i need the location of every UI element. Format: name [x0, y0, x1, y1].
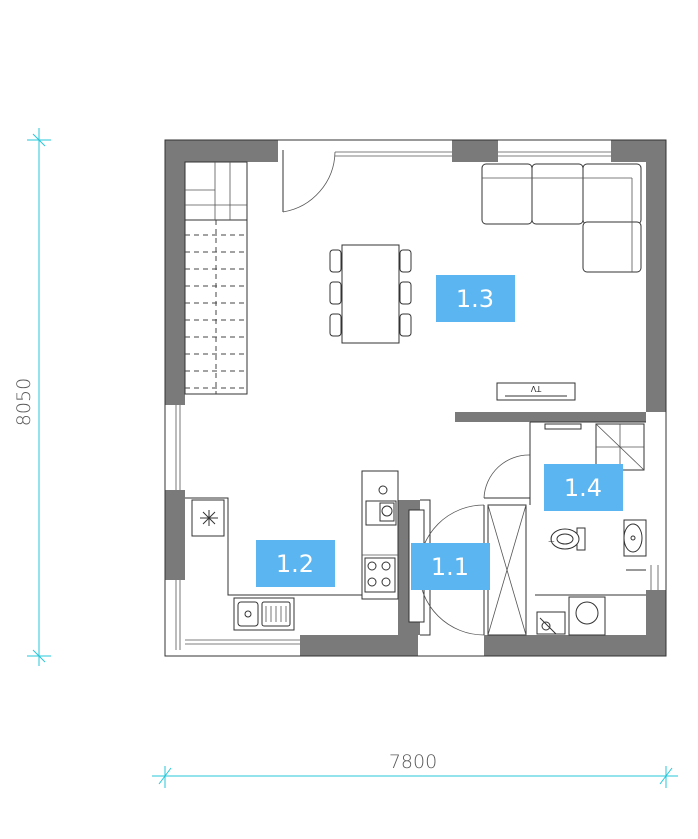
tv-unit: TV — [496, 382, 576, 401]
boiler-icon — [536, 611, 566, 635]
room-number: 1.2 — [276, 550, 314, 578]
walls — [165, 140, 666, 656]
width-label: 7800 — [389, 751, 437, 773]
toilet-icon: ⊥ — [548, 527, 586, 551]
entrance-door — [282, 150, 336, 213]
room-label-1-1: 1.1 — [411, 543, 490, 590]
dining-table — [329, 244, 412, 344]
svg-text:⊥: ⊥ — [548, 535, 555, 544]
fridge-icon — [200, 510, 218, 526]
height-dimension: 8050 — [13, 128, 51, 666]
chair — [329, 249, 412, 337]
tv-label: TV — [530, 384, 542, 393]
room-label-1-3: 1.3 — [436, 275, 515, 322]
washing-machine-icon — [568, 596, 606, 636]
room-number: 1.4 — [564, 474, 602, 502]
height-label: 8050 — [13, 378, 35, 426]
washbasin-icon — [623, 519, 647, 557]
sofa — [481, 163, 642, 273]
room-label-1-2: 1.2 — [256, 540, 335, 587]
bathroom: ⊥ — [529, 421, 647, 636]
room-label-1-4: 1.4 — [544, 464, 623, 511]
kitchen — [185, 470, 399, 631]
width-dimension: 7800 — [152, 751, 678, 788]
room-number: 1.3 — [456, 285, 494, 313]
room-number: 1.1 — [431, 553, 469, 581]
sink-icon — [233, 597, 295, 631]
hob-icon — [364, 557, 396, 593]
windows — [175, 151, 659, 650]
staircase — [184, 161, 248, 395]
